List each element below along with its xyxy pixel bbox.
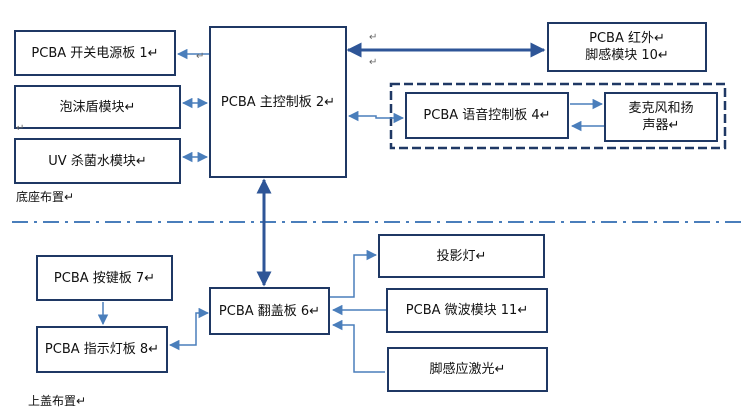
- top-layout-label: 上盖布置↵: [28, 394, 87, 408]
- uv-module-box: UV 杀菌水模块↵: [14, 138, 181, 184]
- indicator-board-label: PCBA 指示灯板 8↵: [44, 342, 160, 357]
- foot-laser-box: 脚感应激光↵: [387, 347, 548, 392]
- paragraph-mark: ↵: [369, 32, 378, 43]
- key-board-box: PCBA 按键板 7↵: [36, 255, 173, 301]
- mic-speaker-box: 麦克风和扬 声器↵: [604, 92, 718, 142]
- arrow-flip-indicator: [168, 307, 210, 351]
- base-layout-label: 底座布置↵: [16, 190, 75, 204]
- microwave-module-box: PCBA 微波模块 11↵: [386, 288, 548, 333]
- voice-group-dashed-border: [389, 82, 727, 150]
- ir-module-label: PCBA 红外↵ 脚感模块 10↵: [585, 31, 669, 63]
- foot-laser-label: 脚感应激光↵: [429, 362, 506, 377]
- paragraph-mark: ↵: [369, 57, 378, 68]
- ir-module-box: PCBA 红外↵ 脚感模块 10↵: [547, 22, 707, 72]
- foam-shield-label: 泡沫盾模块↵: [59, 99, 136, 115]
- mic-speaker-label: 麦克风和扬 声器↵: [628, 101, 694, 133]
- voice-board-label: PCBA 语音控制板 4↵: [423, 108, 551, 123]
- paragraph-mark: ↵: [196, 51, 205, 62]
- power-board-box: PCBA 开关电源板 1↵: [14, 30, 176, 76]
- main-board-box: PCBA 主控制板 2↵: [209, 26, 347, 178]
- microwave-module-label: PCBA 微波模块 11↵: [405, 303, 529, 318]
- arrow-flip-to-projector: [330, 249, 378, 298]
- voice-board-box: PCBA 语音控制板 4↵: [405, 92, 569, 139]
- key-board-label: PCBA 按键板 7↵: [53, 270, 156, 286]
- arrow-laser-to-flip: [331, 319, 385, 373]
- uv-module-label: UV 杀菌水模块↵: [48, 153, 147, 169]
- main-board-label: PCBA 主控制板 2↵: [220, 94, 336, 110]
- indicator-board-box: PCBA 指示灯板 8↵: [36, 326, 168, 373]
- flip-board-box: PCBA 翻盖板 6↵: [209, 287, 330, 335]
- foam-shield-box: 泡沫盾模块↵: [14, 85, 181, 129]
- paragraph-mark: ↵: [16, 123, 25, 134]
- flip-board-label: PCBA 翻盖板 6↵: [218, 303, 321, 319]
- projector-lamp-box: 投影灯↵: [378, 234, 545, 278]
- projector-lamp-label: 投影灯↵: [436, 248, 487, 264]
- arrow-main-voice: [347, 110, 405, 124]
- power-board-label: PCBA 开关电源板 1↵: [31, 45, 159, 61]
